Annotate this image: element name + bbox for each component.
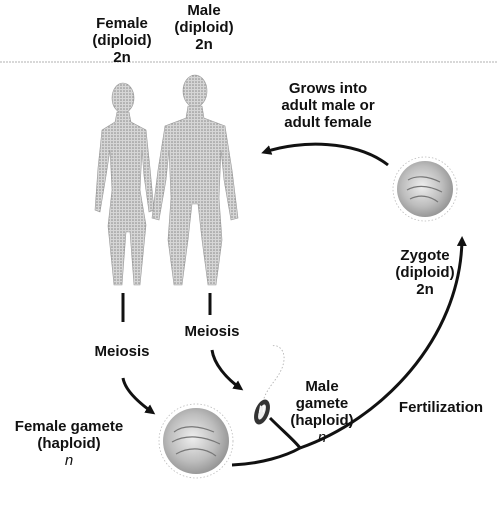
zygote-cell [393,157,457,221]
zygote-label-line1: Zygote [383,247,467,264]
grows-label: Grows into adult male or adult female [268,80,388,131]
female-gamete-label: Female gamete (haploid) n [8,418,130,469]
female-label-line2: (diploid) [78,32,166,49]
male-gamete-line2: gamete [284,395,360,412]
grows-label-line2: adult male or [268,97,388,114]
meiosis-left-arrow [123,378,152,412]
male-label-line3: 2n [160,36,248,53]
male-label-line2: (diploid) [160,19,248,36]
meiosis-left-text: Meiosis [84,343,160,360]
male-gamete-line1: Male [284,378,360,395]
female-label-line1: Female [78,15,166,32]
male-gamete-label: Male gamete (haploid) n [284,378,360,446]
male-gamete-line3: (haploid) [284,412,360,429]
grows-label-line3: adult female [268,114,388,131]
zygote-label-line2: (diploid) [383,264,467,281]
egg-cell [159,404,233,478]
fertilization-text: Fertilization [388,399,494,416]
meiosis-right-label: Meiosis [174,323,250,340]
female-figure [95,83,154,285]
meiosis-left-label: Meiosis [84,343,160,360]
female-label-line3: 2n [78,49,166,66]
meiosis-right-arrow [212,350,240,388]
male-label-line1: Male [160,2,248,19]
sperm-mark-label: n [252,400,272,417]
female-gamete-line3: n [8,452,130,469]
growth-arrow [265,144,388,165]
male-gamete-line4: n [284,429,360,446]
meiosis-right-text: Meiosis [174,323,250,340]
fertilization-label: Fertilization [388,399,494,416]
female-gamete-line1: Female gamete [8,418,130,435]
male-figure [152,75,238,285]
grows-label-line1: Grows into [268,80,388,97]
sperm-mark-text: n [252,400,272,417]
female-label: Female (diploid) 2n [78,15,166,66]
fertilization-egg-line [232,448,300,465]
zygote-label: Zygote (diploid) 2n [383,247,467,298]
female-gamete-line2: (haploid) [8,435,130,452]
zygote-label-line3: 2n [383,281,467,298]
male-label: Male (diploid) 2n [160,2,248,53]
